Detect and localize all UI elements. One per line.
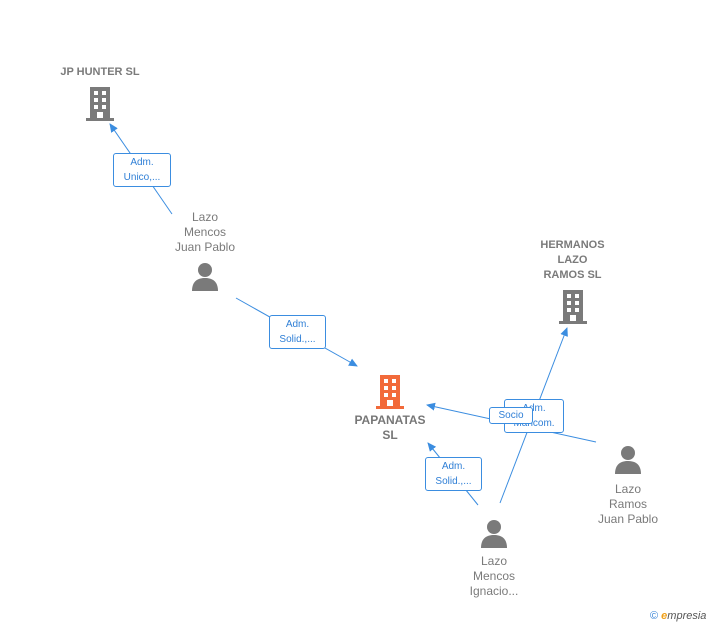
company-label: HERMANOS LAZO RAMOS SL bbox=[540, 239, 605, 281]
company-node-jp-hunter[interactable]: JP HUNTER SL bbox=[40, 65, 160, 123]
person-label: Lazo Mencos Ignacio... bbox=[469, 554, 519, 598]
brand-logo: empresia bbox=[661, 610, 707, 622]
company-label: JP HUNTER SL bbox=[60, 66, 140, 78]
person-icon bbox=[615, 446, 641, 474]
edge-label-adm-solid-juan[interactable]: Adm. Solid.,... bbox=[269, 315, 326, 349]
person-label: Lazo Mencos Juan Pablo bbox=[174, 210, 236, 254]
company-label: PAPANATAS SL bbox=[354, 413, 426, 442]
building-icon bbox=[376, 375, 404, 409]
edge-label-socio[interactable]: Socio bbox=[489, 407, 533, 424]
person-icon bbox=[192, 263, 218, 291]
person-node-lazo-mencos-ignacio[interactable]: Lazo Mencos Ignacio... bbox=[444, 518, 544, 599]
brand-footer: © empresia bbox=[650, 610, 706, 622]
building-icon bbox=[86, 87, 114, 121]
person-node-lazo-ramos-juan-pablo[interactable]: Lazo Ramos Juan Pablo bbox=[578, 444, 678, 527]
edge-label-adm-mancom[interactable]: Adm. Mancom. bbox=[504, 399, 564, 433]
edge-label-adm-solid-ignacio[interactable]: Adm. Solid.,... bbox=[425, 457, 482, 491]
person-node-lazo-mencos-juan-pablo[interactable]: Lazo Mencos Juan Pablo bbox=[155, 210, 255, 293]
company-node-hermanos-lazo-ramos[interactable]: HERMANOS LAZO RAMOS SL bbox=[515, 238, 630, 326]
person-icon bbox=[481, 520, 507, 548]
building-icon bbox=[558, 290, 587, 324]
copyright-symbol: © bbox=[650, 610, 659, 622]
company-node-papanatas[interactable]: PAPANATAS SL bbox=[340, 373, 440, 443]
edge-label-adm-unico[interactable]: Adm. Unico,... bbox=[113, 153, 171, 187]
person-label: Lazo Ramos Juan Pablo bbox=[597, 482, 659, 526]
